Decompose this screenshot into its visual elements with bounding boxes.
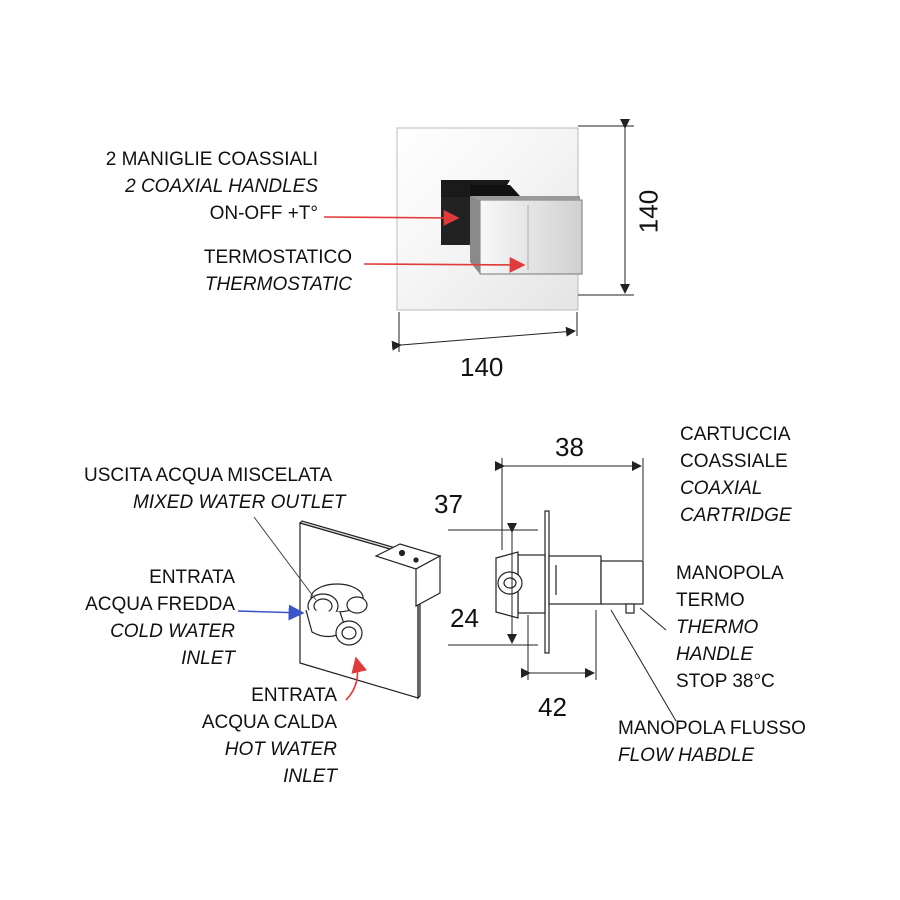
side-thermo-handle xyxy=(600,560,644,605)
front-plate-view xyxy=(396,127,583,311)
hot-inlet-label-it-1: ENTRATA xyxy=(251,685,337,706)
side-stop xyxy=(625,603,635,614)
cold-inlet-arrow xyxy=(237,604,305,621)
length-42-label: 42 xyxy=(538,692,567,722)
height-dimension xyxy=(578,119,634,296)
outlet-label-en: MIXED WATER OUTLET xyxy=(133,492,346,513)
handles-leader-arrow xyxy=(323,209,460,226)
handles-label-it: 2 MANIGLIE COASSIALI xyxy=(105,149,318,170)
side-dimensions xyxy=(448,458,644,680)
hot-inlet-label-en-1: HOT WATER xyxy=(224,739,337,760)
outlet-leader xyxy=(253,516,317,601)
flow-handle-leader xyxy=(610,609,677,722)
thermostatic-label-it: TERMOSTATICO xyxy=(203,247,352,268)
cold-inlet-label-it-2: ACQUA FREDDA xyxy=(85,594,235,615)
rear-handle-side xyxy=(441,197,470,245)
side-view xyxy=(495,510,644,654)
depth-38-label: 38 xyxy=(555,432,584,462)
width-dimension xyxy=(391,312,578,352)
thermo-handle-label-en-2: HANDLE xyxy=(676,644,754,665)
isometric-view xyxy=(298,520,442,700)
thermostatic-knob xyxy=(479,199,583,275)
hot-inlet-label-it-2: ACQUA CALDA xyxy=(201,712,337,733)
handles-label-en: 2 COAXIAL HANDLES xyxy=(125,176,318,197)
plate-width-dimension-label: 140 xyxy=(460,352,504,382)
cartridge-label-en-1: COAXIAL xyxy=(680,478,763,499)
hot-inlet-arrow xyxy=(345,656,368,701)
handles-label-fn: ON-OFF +T° xyxy=(209,203,318,224)
stop-temperature-label: STOP 38°C xyxy=(676,671,775,692)
thermo-handle-leader xyxy=(639,607,667,631)
side-cartridge xyxy=(548,555,602,605)
flow-handle-label-it: MANOPOLA FLUSSO xyxy=(618,718,806,739)
hot-inlet-label-en-2: INLET xyxy=(283,766,337,787)
thermostatic-label-en: THERMOSTATIC xyxy=(204,274,352,295)
offset-24-label: 24 xyxy=(450,603,479,633)
flow-handle-label-en: FLOW HABDLE xyxy=(618,745,755,766)
cartridge-label-it-2: COASSIALE xyxy=(680,451,788,472)
cold-inlet-label-it-1: ENTRATA xyxy=(149,567,235,588)
thermostatic-leader-arrow xyxy=(363,256,526,273)
cartridge-label-it-1: CARTUCCIA xyxy=(680,424,791,445)
cold-inlet-label-en-2: INLET xyxy=(181,648,235,669)
height-37-label: 37 xyxy=(434,489,463,519)
cold-inlet-label-en-1: COLD WATER xyxy=(110,621,235,642)
thermo-handle-label-en-1: THERMO xyxy=(676,617,759,638)
thermo-handle-label-it-1: MANOPOLA xyxy=(676,563,784,584)
cartridge-label-en-2: CARTRIDGE xyxy=(680,505,792,526)
thermo-handle-label-it-2: TERMO xyxy=(676,590,745,611)
plate-height-dimension-label: 140 xyxy=(633,189,664,234)
outlet-label-it: USCITA ACQUA MISCELATA xyxy=(84,465,333,486)
